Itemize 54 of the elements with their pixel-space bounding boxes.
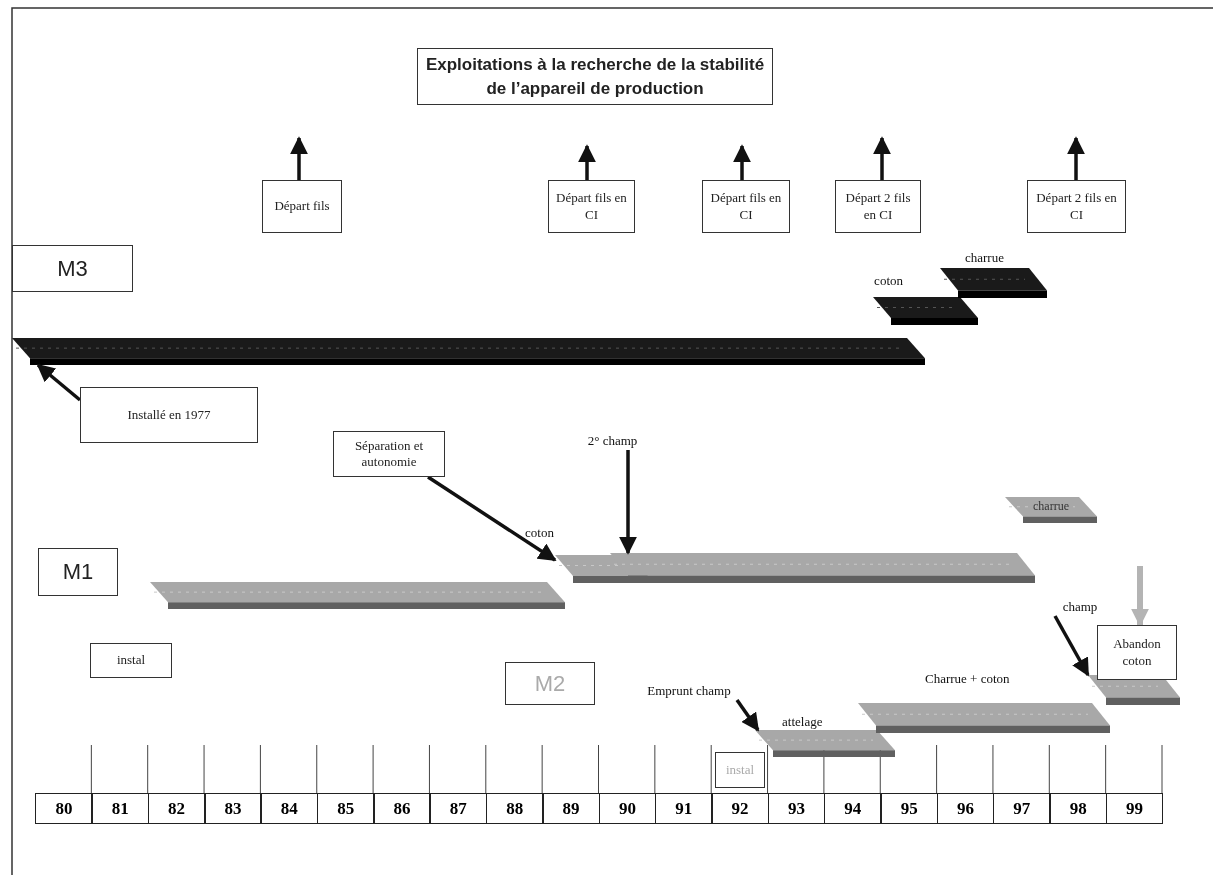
bar-label: charrue — [965, 250, 1004, 266]
year-label: 80 — [35, 793, 93, 824]
arrow — [36, 363, 82, 402]
annotation-text: 2° champ — [575, 432, 650, 450]
year-label: 85 — [316, 793, 375, 824]
year-label: 87 — [429, 793, 488, 824]
note-box: Départ 2 fils en CI — [835, 180, 921, 233]
year-label: 98 — [1049, 793, 1108, 824]
year-label: 94 — [823, 793, 882, 824]
note-box: Séparation et autonomie — [333, 431, 445, 477]
bar-label: coton — [874, 273, 903, 289]
year-label: 93 — [767, 793, 826, 824]
note-box: instal — [715, 752, 765, 788]
note-box: Départ fils en CI — [548, 180, 635, 233]
year-label: 88 — [485, 793, 544, 824]
bar-label: coton — [525, 525, 554, 541]
arrow — [619, 450, 637, 555]
arrow — [1131, 566, 1149, 627]
arrow — [873, 136, 891, 180]
bar-label: charrue — [1033, 499, 1069, 515]
annotation-text: Emprunt champ — [633, 681, 745, 700]
year-label: 82 — [147, 793, 206, 824]
note-box: Installé en 1977 — [80, 387, 258, 443]
year-label: 96 — [936, 793, 995, 824]
arrow — [733, 144, 751, 180]
year-label: 86 — [373, 793, 431, 824]
note-box: Départ 2 fils en CI — [1027, 180, 1126, 233]
farm-label-box: M2 — [505, 662, 595, 705]
year-label: 99 — [1105, 793, 1164, 824]
note-box: Départ fils en CI — [702, 180, 790, 233]
year-label: 95 — [880, 793, 939, 824]
year-label: 91 — [654, 793, 713, 824]
bar-label: attelage — [782, 714, 823, 730]
bar-label: Charrue + coton — [925, 671, 1010, 687]
arrow — [735, 699, 760, 732]
year-label: 84 — [260, 793, 319, 824]
arrow — [1053, 615, 1090, 677]
arrow — [1067, 136, 1085, 180]
note-box: instal — [90, 643, 172, 678]
annotation-text: champ — [1055, 598, 1105, 616]
year-label: 89 — [542, 793, 600, 824]
year-label: 90 — [598, 793, 657, 824]
note-box: Départ fils — [262, 180, 342, 233]
farm-label-box: M3 — [12, 245, 133, 292]
year-label: 81 — [91, 793, 150, 824]
year-label: 92 — [711, 793, 770, 824]
arrow — [290, 136, 308, 180]
arrow — [427, 475, 557, 562]
year-label: 97 — [992, 793, 1051, 824]
year-label: 83 — [204, 793, 262, 824]
farm-label-box: M1 — [38, 548, 118, 596]
title-box: Exploitations à la recherche de la stabilité de l’appareil de production — [417, 48, 773, 105]
note-box: Abandon coton — [1097, 625, 1177, 680]
arrow — [578, 144, 596, 180]
